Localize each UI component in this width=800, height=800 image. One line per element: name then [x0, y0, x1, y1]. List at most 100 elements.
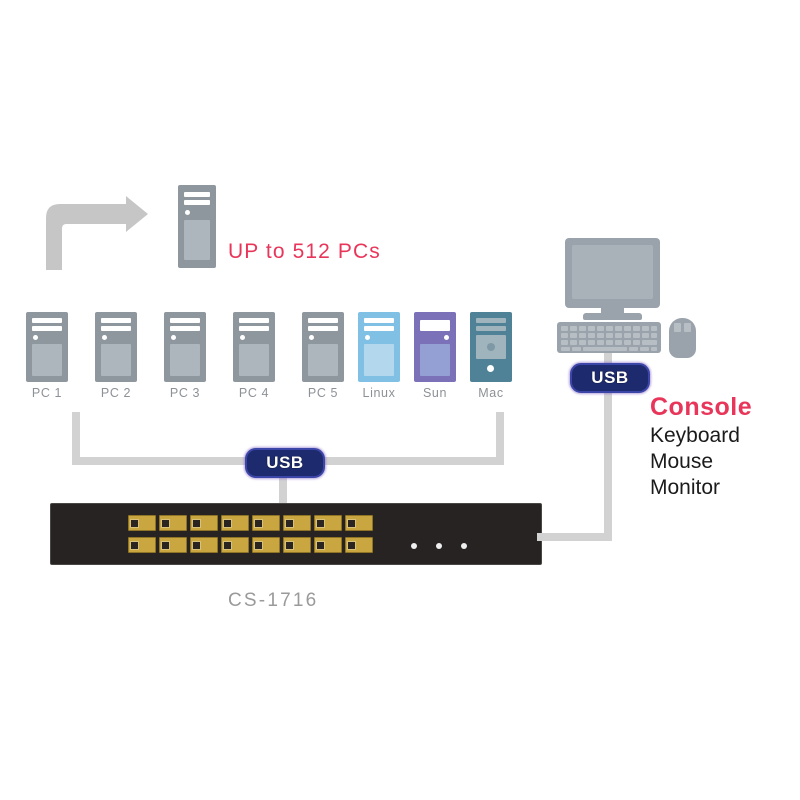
usb-badge-console-side: USB — [570, 363, 650, 393]
cable-usb-to-switch — [279, 465, 287, 505]
switch-port[interactable] — [159, 515, 187, 531]
tower-panel — [239, 344, 269, 376]
switch-port[interactable] — [345, 515, 373, 531]
tower-bar — [184, 200, 210, 205]
tower-label-linux: Linux — [362, 386, 396, 400]
keyboard-key — [588, 326, 595, 331]
tower-label-pc-3: PC 3 — [169, 386, 201, 400]
switch-port[interactable] — [252, 515, 280, 531]
port-pin — [192, 540, 201, 550]
switch-port[interactable] — [221, 515, 249, 531]
port-pin — [316, 518, 325, 528]
keyboard-key — [588, 333, 595, 338]
keyboard-key — [642, 333, 649, 338]
port-pin — [223, 518, 232, 528]
keyboard-key — [615, 326, 622, 331]
status-led — [436, 543, 442, 549]
tower-label-mac: Mac — [478, 386, 504, 400]
expansion-tower — [178, 185, 216, 268]
tower-bar — [184, 192, 210, 197]
switch-port[interactable] — [190, 537, 218, 553]
keyboard-icon[interactable] — [557, 322, 661, 353]
port-pin — [285, 540, 294, 550]
keyboard-key — [579, 340, 586, 345]
tower-led — [444, 335, 449, 340]
tower-led — [365, 335, 370, 340]
keyboard-key — [615, 340, 622, 345]
tower-bar — [239, 318, 269, 323]
tower-led — [102, 335, 107, 340]
switch-port[interactable] — [128, 537, 156, 553]
tower-disc — [487, 343, 495, 351]
keyboard-key — [651, 326, 657, 331]
tower-panel — [170, 344, 200, 376]
console-heading: Console — [650, 393, 753, 421]
tower-panel — [420, 344, 450, 376]
tower-label-pc-2: PC 2 — [100, 386, 132, 400]
console-line-mouse: Mouse — [650, 450, 714, 473]
mouse-button-right — [684, 323, 691, 332]
port-pin — [161, 540, 170, 550]
monitor-neck — [601, 306, 624, 316]
keyboard-key — [624, 326, 631, 331]
mouse-icon[interactable] — [669, 318, 696, 358]
port-pin — [130, 540, 139, 550]
keyboard-key — [606, 340, 613, 345]
usb-badge-pc-side: USB — [245, 448, 325, 478]
computer-tower-pc-1 — [26, 312, 68, 382]
tower-bar — [364, 318, 394, 323]
keyboard-key — [561, 347, 570, 351]
keyboard-key — [624, 340, 631, 345]
computer-tower-mac — [470, 312, 512, 382]
tower-label-pc-4: PC 4 — [238, 386, 270, 400]
keyboard-key — [597, 326, 604, 331]
monitor-screen — [572, 245, 653, 299]
keyboard-key — [570, 340, 577, 345]
port-pin — [254, 540, 263, 550]
keyboard-key — [579, 333, 586, 338]
tower-bar — [170, 326, 200, 331]
keyboard-key — [588, 340, 595, 345]
cable-mac-drop — [496, 412, 504, 464]
port-pin — [347, 518, 356, 528]
cable-console-riser — [604, 386, 612, 541]
tower-label-pc-1: PC 1 — [31, 386, 63, 400]
keyboard-key — [561, 333, 568, 338]
tower-panel — [308, 344, 338, 376]
keyboard-key — [651, 347, 657, 351]
expansion-arrow-icon — [46, 196, 148, 270]
switch-port[interactable] — [221, 537, 249, 553]
keyboard-key — [606, 326, 613, 331]
switch-port[interactable] — [190, 515, 218, 531]
computer-tower-sun — [414, 312, 456, 382]
cable-console-to-kbd — [604, 352, 612, 370]
keyboard-key — [624, 333, 631, 338]
switch-port[interactable] — [159, 537, 187, 553]
monitor-base — [583, 313, 642, 320]
tower-label-sun: Sun — [422, 386, 448, 400]
keyboard-key — [561, 326, 568, 331]
switch-port[interactable] — [345, 537, 373, 553]
keyboard-key — [597, 333, 604, 338]
keyboard-key — [651, 333, 657, 338]
keyboard-key — [633, 326, 640, 331]
keyboard-key — [633, 340, 640, 345]
keyboard-key — [561, 340, 568, 345]
computer-tower-linux — [358, 312, 400, 382]
keyboard-key — [570, 326, 577, 331]
keyboard-key — [615, 333, 622, 338]
switch-port[interactable] — [128, 515, 156, 531]
switch-port[interactable] — [283, 515, 311, 531]
keyboard-key — [629, 347, 638, 351]
keyboard-key — [633, 333, 640, 338]
tower-label-pc-5: PC 5 — [307, 386, 339, 400]
keyboard-key — [640, 347, 649, 351]
port-pin — [347, 540, 356, 550]
switch-port[interactable] — [314, 515, 342, 531]
switch-port[interactable] — [252, 537, 280, 553]
keyboard-key — [642, 340, 657, 345]
tower-bar — [476, 318, 506, 323]
switch-port[interactable] — [314, 537, 342, 553]
switch-port[interactable] — [283, 537, 311, 553]
tower-led — [171, 335, 176, 340]
